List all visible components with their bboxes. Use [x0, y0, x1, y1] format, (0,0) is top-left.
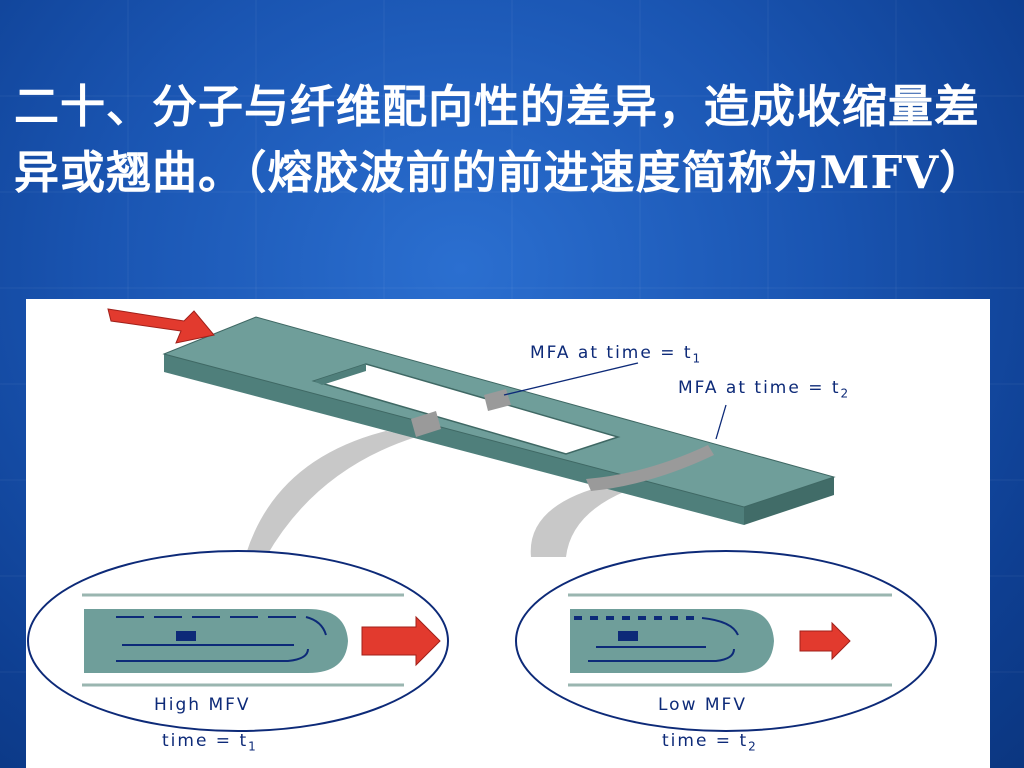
inlet-arrow-icon: [107, 308, 215, 344]
caption-right-time: time = t2: [662, 731, 758, 754]
leader-line-t2: [715, 404, 727, 440]
label-mfa-t1: MFA at time = t1: [530, 343, 703, 366]
leader-line-t1: [503, 362, 639, 396]
high-mfv-fiber-block: [176, 631, 196, 641]
low-mfv-arrow-icon: [799, 621, 851, 661]
caption-high-mfv: High MFV: [154, 695, 251, 715]
high-mfv-arrow-icon: [361, 615, 441, 667]
caption-left-time: time = t1: [162, 731, 258, 754]
slot-inner-wall: [314, 364, 366, 385]
slide-title: 二十、分子与纤维配向性的差异，造成收缩量差异或翘曲。（熔胶波前的前进速度简称为M…: [14, 80, 986, 199]
low-mfv-fiber-dots: [574, 616, 694, 620]
plate-slot: [311, 363, 621, 455]
low-mfv-melt: [570, 609, 774, 673]
high-mfv-flow-lines: [116, 616, 327, 662]
figure-panel: MFA at time = t1 MFA at time = t2 High M…: [26, 299, 990, 768]
melt-front-t1-lower: [411, 411, 441, 437]
projection-beam-left: [246, 431, 416, 557]
mold-flow-figure: [27, 308, 937, 732]
label-mfa-t2: MFA at time = t2: [678, 378, 851, 401]
plate-end-face: [744, 477, 834, 525]
caption-low-mfv: Low MFV: [658, 695, 747, 715]
melt-front-t2: [586, 445, 714, 491]
projection-beam-right: [530, 484, 626, 557]
low-mfv-fiber-block: [618, 631, 638, 641]
high-mfv-melt: [84, 609, 348, 673]
low-mfv-flow-lines: [588, 617, 739, 662]
